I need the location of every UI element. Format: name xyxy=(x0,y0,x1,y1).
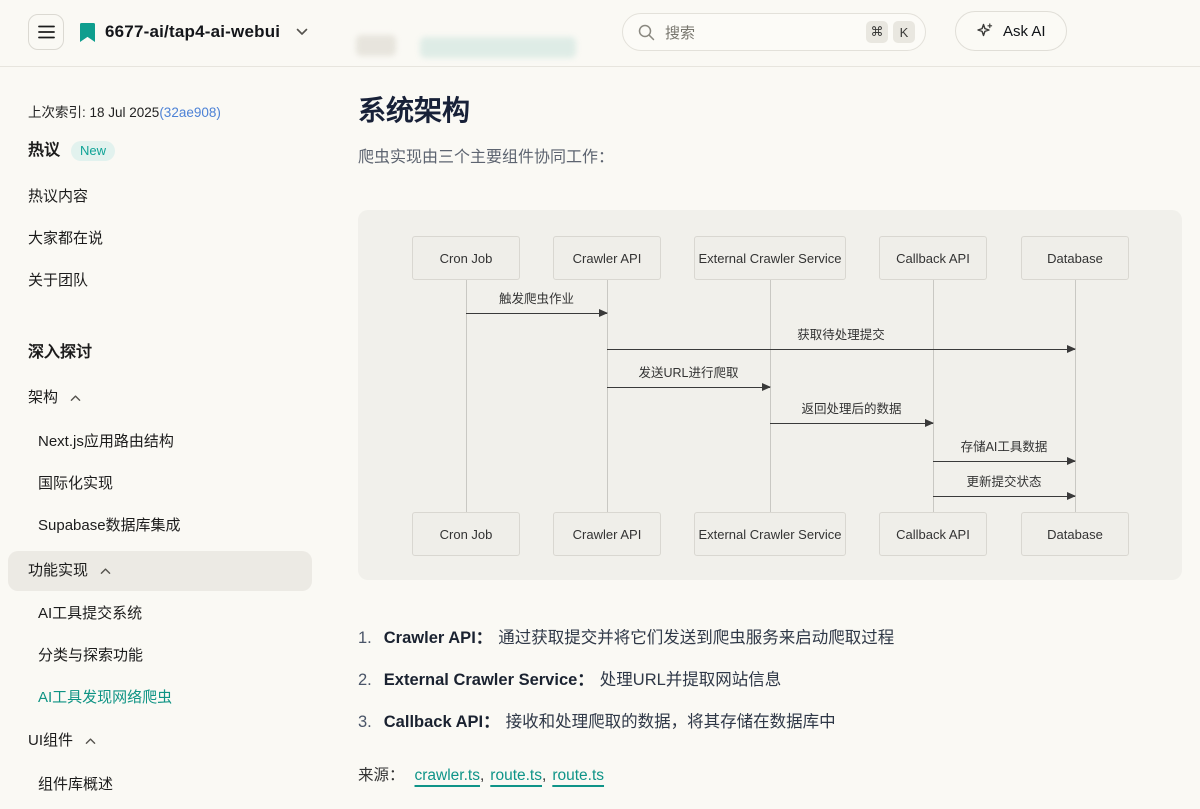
sidebar-item-ai-tool-crawler[interactable]: AI工具发现网络爬虫 xyxy=(38,689,173,706)
actor-callback-api: Callback API xyxy=(879,236,987,280)
component-list: 1.Crawler API：通过获取提交并将它们发送到爬虫服务来启动爬取过程 2… xyxy=(358,625,1182,735)
sidebar-item-hot-topics[interactable]: 热议 New xyxy=(28,139,116,163)
last-indexed-label: 上次索引: 18 Jul 2025 xyxy=(28,105,160,120)
arrow xyxy=(607,383,771,391)
actor-database-bottom: Database xyxy=(1021,512,1129,556)
message-send-urls: 发送URL进行爬取 xyxy=(607,362,771,391)
arrow xyxy=(770,419,934,427)
message-return-processed-data: 返回处理后的数据 xyxy=(770,398,934,427)
message-update-submission-status: 更新提交状态 xyxy=(933,471,1076,500)
sidebar-item-nextjs-routing[interactable]: Next.js应用路由结构 xyxy=(38,433,174,450)
arrow xyxy=(607,345,1076,353)
sidebar-item-features-highlight xyxy=(8,551,312,591)
intro-paragraph: 爬虫实现由三个主要组件协同工作： xyxy=(358,149,615,166)
main-content: 系统架构 爬虫实现由三个主要组件协同工作： Cron Job Crawler A… xyxy=(358,67,1182,785)
lifeline xyxy=(770,280,771,512)
repo-title: 6677-ai/tap4-ai-webui xyxy=(105,22,281,41)
new-badge: New xyxy=(71,141,116,161)
commit-link[interactable]: (32ae908) xyxy=(159,105,221,120)
ask-ai-label: Ask AI xyxy=(1003,22,1046,40)
chevron-up-icon xyxy=(70,394,81,402)
sidebar-item-component-library[interactable]: 组件库概述 xyxy=(38,776,114,793)
sidebar-item-ui-components[interactable]: UI组件 xyxy=(28,729,96,753)
sidebar-item-i18n[interactable]: 国际化实现 xyxy=(38,475,114,492)
actor-database: Database xyxy=(1021,236,1129,280)
sources-row: 来源：crawler.ts,route.ts,route.ts xyxy=(358,767,605,784)
actor-callback-api-bottom: Callback API xyxy=(879,512,987,556)
list-item: 1.Crawler API：通过获取提交并将它们发送到爬虫服务来启动爬取过程 xyxy=(358,629,895,647)
loading-skeleton xyxy=(356,35,396,56)
source-link-crawler-ts[interactable]: crawler.ts xyxy=(414,767,480,784)
sidebar-toggle-button[interactable] xyxy=(28,14,64,50)
sidebar-item-about-team[interactable]: 关于团队 xyxy=(28,272,89,289)
hamburger-icon xyxy=(37,25,55,39)
sparkle-icon xyxy=(976,22,994,40)
actor-cron-job: Cron Job xyxy=(412,236,520,280)
sidebar-item-category-explore[interactable]: 分类与探索功能 xyxy=(38,647,144,664)
message-fetch-pending-submissions: 获取待处理提交 xyxy=(607,324,1076,353)
list-item: 3.Callback API：接收和处理爬取的数据，将其存储在数据库中 xyxy=(358,713,836,731)
lifeline xyxy=(607,280,608,512)
search-placeholder: 搜索 xyxy=(665,24,696,42)
page-title: 系统架构 xyxy=(358,95,471,126)
actor-crawler-api: Crawler API xyxy=(553,236,661,280)
sidebar-item-ai-tool-submission[interactable]: AI工具提交系统 xyxy=(38,605,143,622)
bookmark-icon xyxy=(80,22,95,42)
source-link-route-ts-2[interactable]: route.ts xyxy=(552,767,605,784)
sequence-diagram: Cron Job Crawler API External Crawler Se… xyxy=(358,210,1182,580)
arrow xyxy=(933,492,1076,500)
sidebar-item-hot-content[interactable]: 热议内容 xyxy=(28,188,89,205)
sidebar-item-architecture[interactable]: 架构 xyxy=(28,386,81,410)
cmd-key-badge: ⌘ xyxy=(866,21,888,43)
chevron-up-icon xyxy=(85,737,96,745)
arrow xyxy=(933,457,1076,465)
sidebar-item-features[interactable]: 功能实现 xyxy=(28,559,111,583)
search-icon xyxy=(638,24,655,41)
actor-cron-job-bottom: Cron Job xyxy=(412,512,520,556)
actor-external-crawler-service: External Crawler Service xyxy=(694,236,846,280)
source-link-route-ts-1[interactable]: route.ts xyxy=(490,767,542,784)
repo-selector[interactable]: 6677-ai/tap4-ai-webui xyxy=(80,17,308,47)
lifeline xyxy=(933,280,934,512)
actor-crawler-api-bottom: Crawler API xyxy=(553,512,661,556)
last-indexed: 上次索引: 18 Jul 2025(32ae908) xyxy=(28,101,221,121)
k-key-badge: K xyxy=(893,21,915,43)
sidebar: 上次索引: 18 Jul 2025(32ae908) 热议 New 热议内容 大… xyxy=(0,67,348,809)
top-header: 6677-ai/tap4-ai-webui 搜索 ⌘ K Ask AI xyxy=(0,0,1200,67)
message-store-ai-tool-data: 存储AI工具数据 xyxy=(933,436,1076,465)
lifeline xyxy=(466,280,467,512)
sources-label: 来源： xyxy=(358,767,405,784)
sidebar-item-supabase[interactable]: Supabase数据库集成 xyxy=(38,517,181,534)
sidebar-section-deep-dive: 深入探讨 xyxy=(28,344,93,361)
actor-external-crawler-service-bottom: External Crawler Service xyxy=(694,512,846,556)
search-input[interactable]: 搜索 ⌘ K xyxy=(622,13,926,51)
chevron-down-icon xyxy=(296,28,308,36)
sidebar-item-everyone-saying[interactable]: 大家都在说 xyxy=(28,230,104,247)
ask-ai-button[interactable]: Ask AI xyxy=(955,11,1067,51)
lifeline xyxy=(1075,280,1076,512)
loading-skeleton xyxy=(420,37,576,58)
chevron-up-icon xyxy=(100,567,111,575)
arrow xyxy=(466,309,608,317)
message-trigger-crawl-job: 触发爬虫作业 xyxy=(466,288,608,317)
list-item: 2.External Crawler Service：处理URL并提取网站信息 xyxy=(358,671,782,689)
